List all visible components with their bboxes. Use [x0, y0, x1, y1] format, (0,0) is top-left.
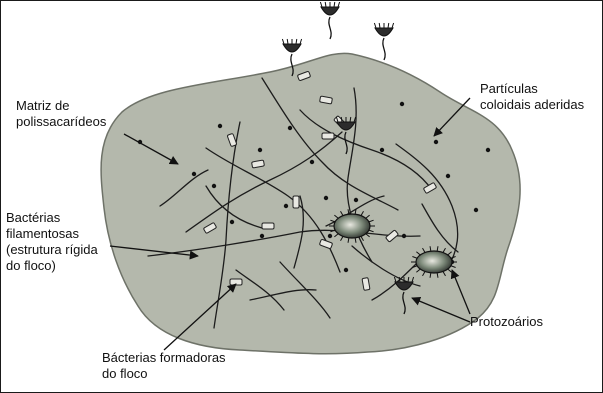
stalked-protozoan-left-bell: [283, 44, 301, 52]
stalked-protozoan-right-cilium: [388, 23, 389, 28]
rod-bacterium-3: [322, 133, 334, 139]
particle-10: [434, 140, 438, 144]
particle-12: [474, 208, 478, 212]
stalked-protozoan-top-cilium: [325, 2, 326, 7]
label-protozoa: Protozoários: [470, 314, 543, 330]
label-protozoa-line-1: Protozoários: [470, 314, 543, 330]
label-matrix: Matriz de polissacarídeos: [16, 98, 106, 130]
stalked-protozoan-left-cilium: [282, 39, 284, 44]
label-filamentous-line-1: Bactérias: [6, 210, 98, 226]
particle-2: [212, 184, 216, 188]
particle-3: [230, 220, 234, 224]
particle-8: [380, 148, 384, 152]
stalked-protozoan-left-cilium: [300, 39, 302, 44]
particle-18: [258, 148, 262, 152]
particle-11: [446, 174, 450, 178]
particle-15: [284, 204, 288, 208]
rod-bacterium-6: [293, 196, 299, 208]
particle-19: [288, 126, 292, 130]
particle-9: [400, 102, 404, 106]
stalked-protozoan-left-cilium: [296, 39, 297, 44]
ciliate-protozoan-1-body: [334, 214, 370, 238]
particle-21: [218, 124, 222, 128]
stalked-protozoan-right-cilium: [379, 23, 380, 28]
particle-6: [310, 160, 314, 164]
particle-5: [260, 234, 264, 238]
particle-14: [328, 234, 332, 238]
particle-7: [324, 196, 328, 200]
ciliate-protozoan-2-body: [416, 251, 452, 273]
stalked-protozoan-top-cilium: [334, 2, 335, 7]
stalked-protozoan-top-bell: [321, 7, 339, 15]
stalked-protozoan-right-cilium: [374, 23, 376, 28]
stalked-protozoan-top-cilium: [320, 2, 322, 7]
label-filamentous-line-3: (estrutura rígida: [6, 242, 98, 258]
stalked-protozoan-right-bell: [375, 28, 393, 36]
label-particles-line-2: coloidais aderidas: [480, 97, 584, 113]
label-filamentous-line-2: filamentosas: [6, 226, 98, 242]
particle-17: [402, 234, 406, 238]
particle-20: [354, 198, 358, 202]
label-floc-formers-line-2: do floco: [102, 366, 226, 382]
stalked-protozoan-right-cilium: [392, 23, 394, 28]
particle-4: [192, 172, 196, 176]
label-floc-formers: Bácterias formadoras do floco: [102, 350, 226, 382]
stalked-protozoan-top: [320, 2, 339, 39]
stalked-protozoan-right: [374, 23, 393, 60]
rod-bacterium-8: [262, 223, 274, 229]
label-matrix-line-2: polissacarídeos: [16, 114, 106, 130]
particle-13: [486, 148, 490, 152]
stalked-protozoan-top-cilium: [338, 2, 340, 7]
stalked-protozoan-left-cilium: [287, 39, 288, 44]
label-filamentous: Bactérias filamentosas (estrutura rígida…: [6, 210, 98, 274]
label-floc-formers-line-1: Bácterias formadoras: [102, 350, 226, 366]
stalked-protozoan-top-stalk: [329, 17, 331, 39]
label-particles: Partículas coloidais aderidas: [480, 81, 584, 113]
particle-16: [344, 268, 348, 272]
label-filamentous-line-4: do floco): [6, 258, 98, 274]
label-particles-line-1: Partículas: [480, 81, 584, 97]
stalked-protozoan-right-stalk: [383, 38, 385, 60]
label-matrix-line-1: Matriz de: [16, 98, 106, 114]
